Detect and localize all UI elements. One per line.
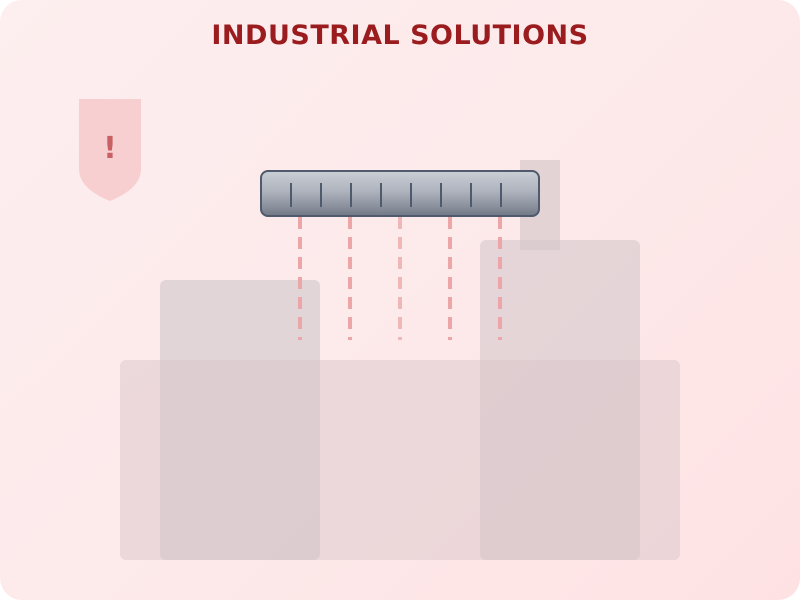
drip-line <box>398 217 402 340</box>
drip-line <box>348 217 352 340</box>
drip-line <box>498 217 502 340</box>
pipe-tick <box>380 183 382 207</box>
pipe-tick <box>440 183 442 207</box>
drip-line <box>298 217 302 340</box>
pipe-tick <box>500 183 502 207</box>
right-tower <box>480 240 640 560</box>
warning-shield-icon: ! <box>79 99 141 201</box>
page-title: INDUSTRIAL SOLUTIONS <box>211 20 589 51</box>
pipe-tick <box>290 183 292 207</box>
exclamation-mark: ! <box>103 131 117 166</box>
pipe-tick <box>320 183 322 207</box>
pipe-icon <box>260 170 540 217</box>
pipe-tick <box>470 183 472 207</box>
pipe-tick <box>350 183 352 207</box>
pipe-tick <box>410 183 412 207</box>
base-platform <box>120 360 680 560</box>
left-tower <box>160 280 320 560</box>
drip-line <box>448 217 452 340</box>
